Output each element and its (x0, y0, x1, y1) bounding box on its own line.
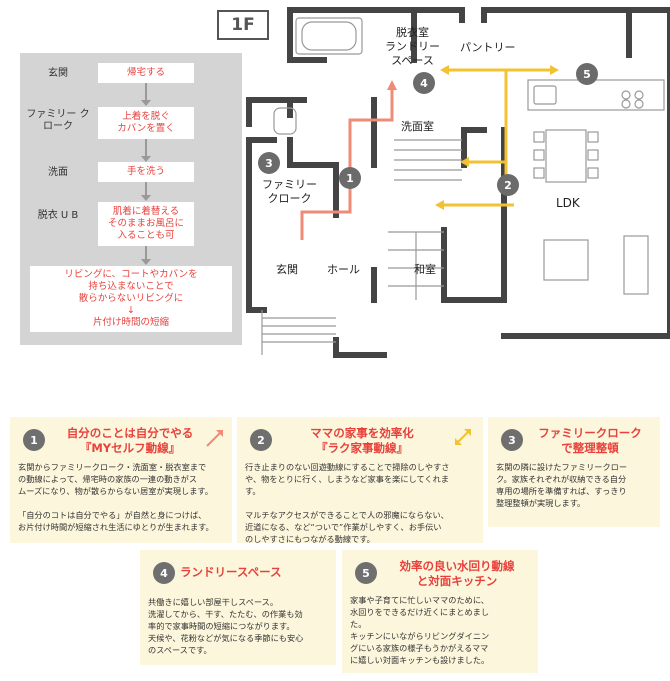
flow-step-label: 洗面 (48, 167, 68, 178)
diagonal-arrow-icon (206, 430, 223, 447)
marker-5: 5 (576, 63, 598, 85)
card-body: 玄関の隣に設けたファミリークロー ク。家族それぞれが収納できる自分 専用の場所を… (496, 462, 628, 508)
flow-step-action: 帰宅する (98, 63, 194, 83)
flow-step-action: 肌着に着替える そのままお風呂に 入ることも可 (98, 202, 194, 246)
red-flow-line (300, 88, 394, 240)
room-hall: ホール (327, 263, 360, 276)
card-title: ファミリークローク で整理整頓 (538, 426, 642, 455)
flow-step-label: ファミリー クローク (26, 109, 90, 132)
feature-card-5: 5 効率の良い水回り動線 と対面キッチン 家事や子育てに忙しいママのために、 水… (342, 550, 538, 673)
card-number: 3 (501, 429, 523, 451)
card-number: 1 (23, 429, 45, 451)
card-number: 5 (355, 562, 377, 584)
card-title: 効率の良い水回り動線 と対面キッチン (399, 559, 515, 588)
card-body: 玄関からファミリークローク・洗面室・脱衣室まで の動線によって、帰宅時の家族の一… (18, 462, 214, 532)
card-body: 家事や子育てに忙しいママのために、 水回りをできるだけ近くにまとめまし た。 キ… (350, 595, 490, 665)
marker-4: 4 (413, 72, 435, 94)
marker-2: 2 (497, 174, 519, 196)
room-laundry: 脱衣室 ランドリー スペース (385, 26, 440, 67)
flow-step-label: 玄関 (48, 68, 68, 79)
marker-1: 1 (339, 167, 361, 189)
room-genkan: 玄関 (276, 263, 298, 276)
feature-card-2: 2 ママの家事を効率化 『ラク家事動線』 行き止まりのない回遊動線にすることで掃… (237, 417, 483, 544)
flow-step-label: 脱衣 U B (37, 210, 79, 221)
card-title: ランドリースペース (180, 565, 282, 579)
card-number: 2 (250, 429, 272, 451)
yellow-flow-arrow (550, 65, 559, 75)
room-pantry: パントリー (460, 41, 516, 54)
room-ldk: LDK (556, 196, 580, 210)
yellow-flow-arrow (460, 157, 469, 167)
flow-result: リビングに、コートやカバンを 持ち込まないことで 散らからないリビングに ↓ 片… (30, 266, 232, 332)
feature-card-1: 1 自分のことは自分でやる 『MYセルフ動線』 玄関からファミリークローク・洗面… (10, 417, 232, 543)
card-title: 自分のことは自分でやる 『MYセルフ動線』 (66, 426, 194, 455)
red-flow-arrow (387, 80, 397, 90)
flow-arrow (141, 182, 151, 201)
marker-3: 3 (258, 152, 280, 174)
room-family-cloak: ファミリー クローク (262, 178, 317, 205)
flow-step-action: 上着を脱ぐ カバンを置く (98, 107, 194, 139)
feature-card-3: 3 ファミリークローク で整理整頓 玄関の隣に設けたファミリークロー ク。家族そ… (488, 417, 660, 527)
card-number: 4 (153, 562, 175, 584)
flow-arrow (141, 246, 151, 265)
floor-label: 1F (217, 10, 269, 40)
card-body: 共働きに嬉しい部屋干しスペース。 洗濯してから、干す、たたむ、の作業も効 率的で… (148, 597, 304, 655)
card-title: ママの家事を効率化 『ラク家事動線』 (310, 426, 414, 455)
double-arrow-icon (455, 429, 471, 445)
flow-arrow (141, 83, 151, 106)
yellow-flow-arrow (440, 65, 449, 75)
card-body: 行き止まりのない回遊動線にすることで掃除のしやすさ や、物をとりに行く、しまうな… (245, 462, 450, 544)
room-washitsu: 和室 (414, 263, 436, 276)
floor-plan (246, 7, 670, 358)
feature-card-4: 4 ランドリースペース 共働きに嬉しい部屋干しスペース。 洗濯してから、干す、た… (140, 550, 336, 665)
flow-step-action: 手を洗う (98, 162, 194, 182)
room-washroom: 洗面室 (401, 120, 434, 133)
flow-chart-panel: 玄関 帰宅する ファミリー クローク 上着を脱ぐ カバンを置く 洗面 手を洗う … (20, 53, 242, 345)
yellow-flow-arrow (435, 200, 444, 210)
flow-arrow (141, 139, 151, 162)
